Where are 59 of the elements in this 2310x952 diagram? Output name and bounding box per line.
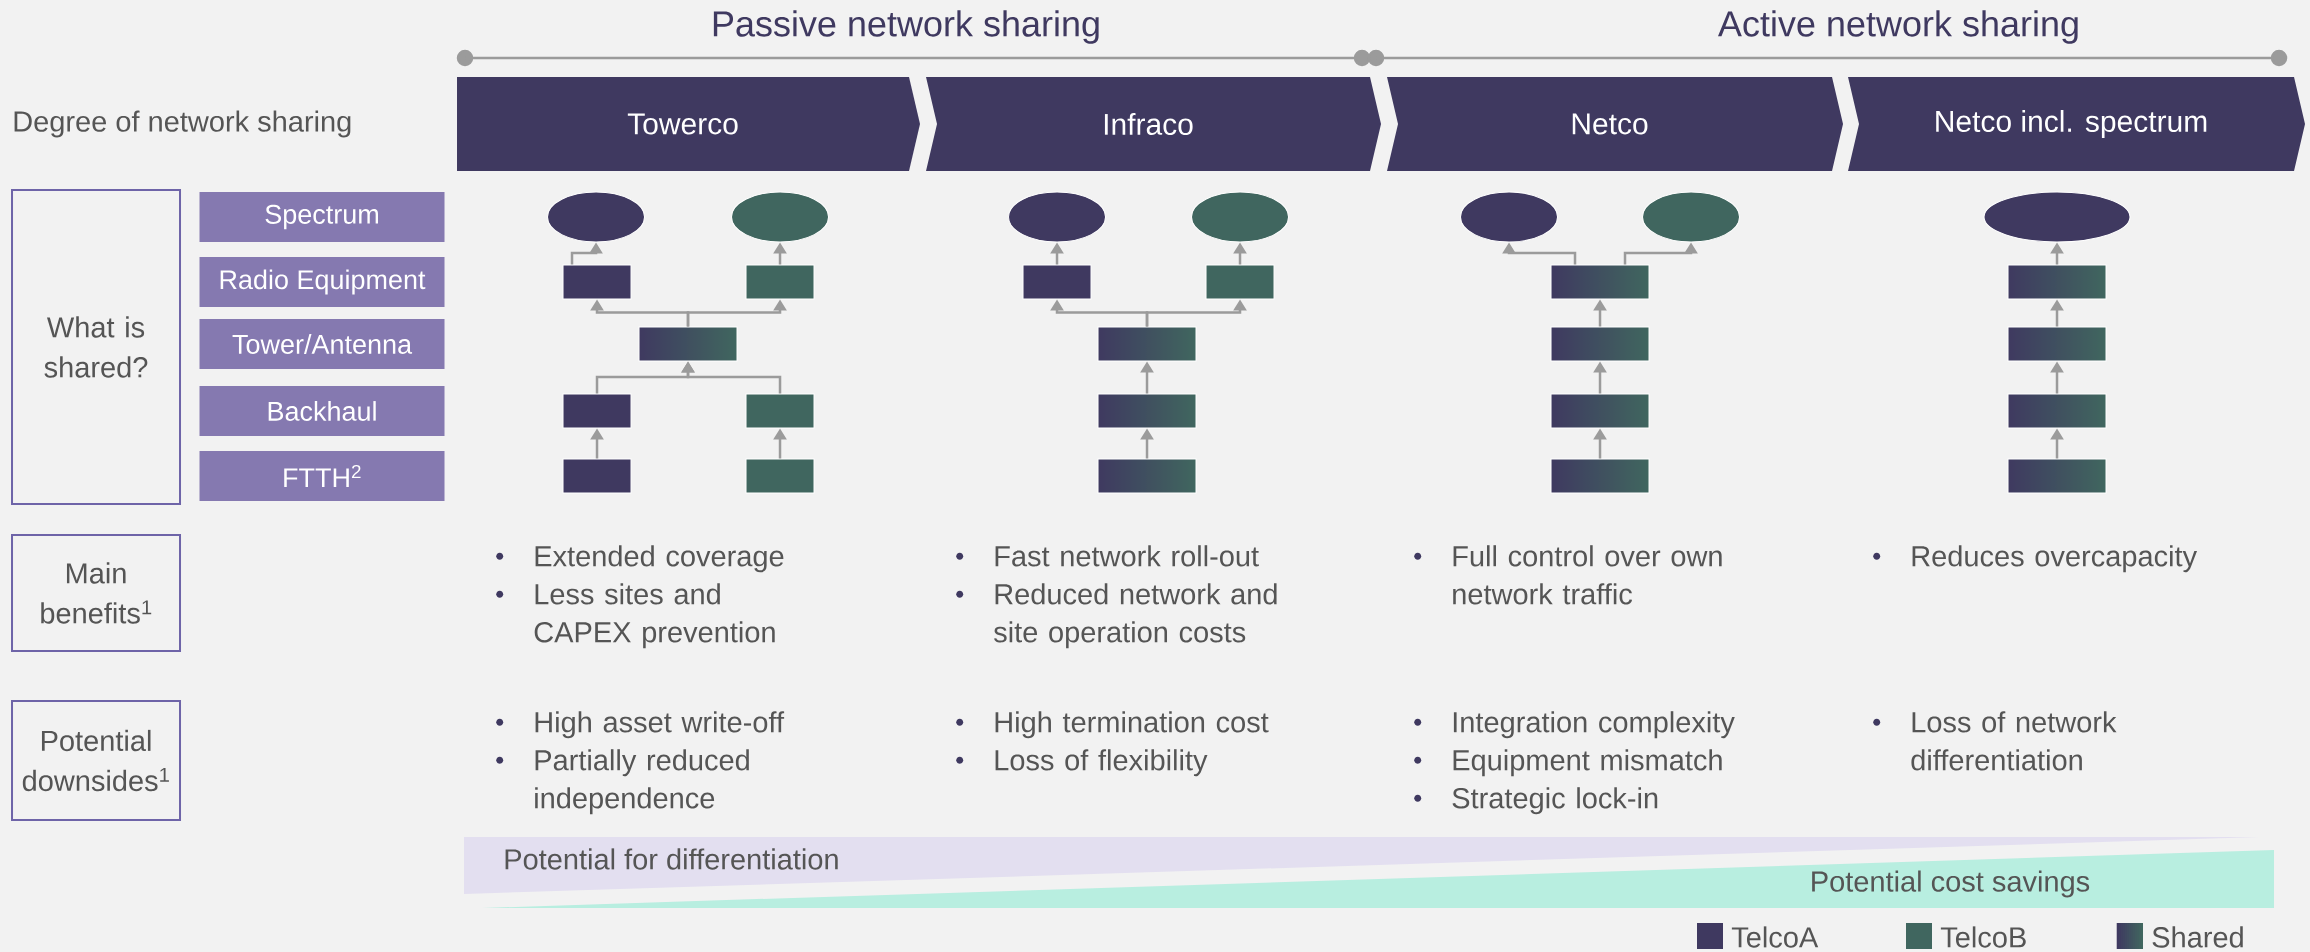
layer-box	[745, 264, 815, 300]
bullet-item: Integration complexity	[1414, 711, 1735, 739]
spectrum-ellipse	[731, 191, 829, 243]
bullet-item: Equipment mismatch	[1414, 749, 1722, 777]
layer-box	[562, 393, 632, 429]
bullet-item: Extended coverage	[496, 545, 784, 573]
spectrum-ellipse	[1008, 191, 1106, 243]
bullet-item: Loss of flexibility	[956, 749, 1208, 777]
legend-label: TelcoB	[1940, 926, 2026, 948]
layer-box	[745, 458, 815, 494]
bullet-item: High asset write-off	[496, 711, 785, 739]
layer-box	[1550, 393, 1650, 429]
row-label: Degree of network sharing	[14, 110, 351, 138]
stage-banner: Netco incl. spectrum	[1848, 77, 2305, 171]
bullet-item: Loss of network differentiation	[1873, 711, 2117, 771]
layer-box	[1550, 326, 1650, 362]
layer-box	[1550, 458, 1650, 494]
layer-box	[638, 326, 738, 362]
spectrum-ellipse	[547, 191, 645, 243]
row-header: Tower/Antenna	[199, 319, 445, 369]
spectrum-ellipse	[1191, 191, 1289, 243]
legend-label: Shared	[2152, 926, 2243, 948]
bullet-item: Partially reduced independence	[496, 749, 749, 815]
layer-box	[562, 458, 632, 494]
label-box: What is shared?	[11, 189, 181, 505]
bullet-item: Strategic lock-in	[1414, 787, 1658, 815]
spectrum-ellipse	[1460, 191, 1558, 243]
layer-box	[2007, 393, 2107, 429]
bullet-item: Full control over own network traffic	[1414, 545, 1722, 605]
row-header: FTTH$^{2}$	[199, 451, 445, 501]
layer-box	[2007, 326, 2107, 362]
layer-box	[1550, 264, 1650, 300]
spectrum-ellipse	[1642, 191, 1740, 243]
layer-box	[1097, 326, 1197, 362]
section-heading: Passive network sharing	[713, 10, 1099, 44]
stage-banner: Infraco	[926, 77, 1381, 171]
row-header: Backhaul	[199, 386, 445, 436]
bullet-item: Less sites and CAPEX prevention	[496, 583, 775, 649]
row-header: Radio Equipment	[199, 257, 445, 307]
layer-box	[1022, 264, 1092, 300]
row-header: Spectrum	[199, 192, 445, 242]
layer-box	[562, 264, 632, 300]
stage-banner: Netco	[1387, 77, 1843, 171]
bullet-item: Reduced network and site operation costs	[956, 583, 1277, 649]
stage-banner: Towerco	[457, 77, 920, 171]
section-heading: Active network sharing	[1718, 10, 2078, 44]
layer-box	[1097, 458, 1197, 494]
label-box: Main benefits$^{1}$	[11, 534, 181, 652]
layer-box	[745, 393, 815, 429]
spectrum-ellipse	[1983, 191, 2131, 243]
label-box: Potential downsides$^{1}$	[11, 700, 181, 821]
layer-box	[2007, 264, 2107, 300]
legend-label: TelcoA	[1731, 926, 1819, 948]
bullet-item: Fast network roll-out	[956, 545, 1259, 567]
layer-box	[1097, 393, 1197, 429]
layer-box	[2007, 458, 2107, 494]
bullet-item: Reduces overcapacity	[1873, 545, 2197, 573]
bullet-item: High termination cost	[956, 711, 1269, 739]
layer-box	[1205, 264, 1275, 300]
